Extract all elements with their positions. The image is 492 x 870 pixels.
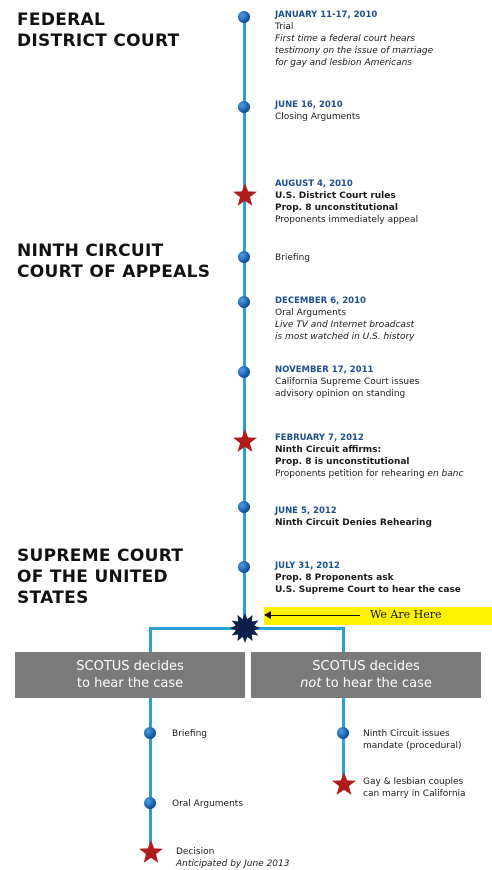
star-icon (233, 429, 257, 452)
event-line-text: Proponents petition for rehearing en ban… (275, 469, 464, 479)
timeline-dot (337, 727, 349, 739)
we-are-here-highlight (264, 607, 492, 625)
event-trial: JANUARY 11-17, 2010 Trial First time a f… (275, 9, 433, 69)
heading-federal-district-court: FEDERAL DISTRICT COURT (17, 10, 180, 52)
heading-line: COURT OF APPEALS (17, 262, 211, 282)
event-denies-rehearing: JUNE 5, 2012 Ninth Circuit Denies Rehear… (275, 505, 432, 529)
event-line: Proponents petition for rehearing en ban… (275, 468, 463, 480)
event-line: Prop. 8 Proponents ask (275, 573, 394, 583)
event-line: Live TV and Internet broadcast (275, 320, 415, 330)
event-line: First time a federal court hears (275, 34, 415, 44)
timeline-dot (144, 727, 156, 739)
heading-line: SUPREME COURT (17, 546, 184, 566)
timeline-main-line (243, 16, 246, 628)
branch-right-line (342, 627, 345, 787)
event-date: FEBRUARY 7, 2012 (275, 433, 364, 443)
event-date: AUGUST 4, 2010 (275, 179, 353, 189)
decision-label: Decision (176, 847, 215, 857)
heading-line: NINTH CIRCUIT (17, 241, 164, 261)
event-line: California Supreme Court issues (275, 377, 420, 387)
box-line: to hear the case (76, 676, 184, 691)
heading-line: DISTRICT COURT (17, 31, 180, 51)
event-line: Ninth Circuit Denies Rehearing (275, 518, 432, 528)
heading-line: STATES (17, 588, 89, 608)
event-line: for gay and lesbion Americans (275, 58, 412, 68)
arrow-left-icon (264, 611, 271, 619)
event-date: JULY 31, 2012 (275, 561, 340, 571)
event-line: testimony on the issue of marriage (275, 46, 434, 56)
branch-marry: Gay & lesbian couples can marry in Calif… (363, 776, 466, 800)
timeline-dot (238, 366, 250, 378)
box-line: SCOTUS decides (312, 659, 420, 674)
burst-icon (230, 613, 260, 643)
event-line: Briefing (275, 253, 310, 263)
branch-mandate: Ninth Circuit issues mandate (procedural… (363, 728, 462, 752)
event-line: Proponents immediately appeal (275, 215, 419, 225)
event-briefing: Briefing (275, 252, 310, 264)
branch-decision: Decision Anticipated by June 2013 (176, 846, 289, 870)
timeline-dot (238, 251, 250, 263)
event-line: advisory opinion on standing (275, 389, 406, 399)
timeline-dot (238, 501, 250, 513)
event-line: Prop. 8 unconstitutional (275, 203, 398, 213)
event-line: Ninth Circuit affirms: (275, 445, 382, 455)
heading-line: OF THE UNITED (17, 567, 168, 587)
event-line: U.S. District Court rules (275, 191, 396, 201)
event-petition-scotus: JULY 31, 2012 Prop. 8 Proponents ask U.S… (275, 560, 461, 596)
timeline-dot (238, 296, 250, 308)
timeline-dot (238, 11, 250, 23)
arrow-line (270, 615, 360, 616)
heading-ninth-circuit: NINTH CIRCUIT COURT OF APPEALS (17, 241, 210, 283)
event-oral-arguments: DECEMBER 6, 2010 Oral Arguments Live TV … (275, 295, 414, 343)
event-closing-arguments: JUNE 16, 2010 Closing Arguments (275, 99, 360, 123)
event-line: Prop. 8 is unconstitutional (275, 457, 410, 467)
box-emphasis: not (300, 676, 322, 691)
box-line: SCOTUS decides (76, 659, 184, 674)
event-date: DECEMBER 6, 2010 (275, 296, 366, 306)
event-ninth-circuit-affirms: FEBRUARY 7, 2012 Ninth Circuit affirms: … (275, 432, 463, 480)
branch-oral-arguments: Oral Arguments (172, 799, 244, 809)
star-icon (233, 183, 257, 206)
box-text: to hear the case (321, 676, 432, 691)
marry-line: can marry in California (363, 789, 466, 799)
event-date: JANUARY 11-17, 2010 (275, 10, 378, 20)
branch-left-line (149, 627, 152, 855)
event-advisory-opinion: NOVEMBER 17, 2011 California Supreme Cou… (275, 364, 419, 400)
scotus-hears-box: SCOTUS decides to hear the case (15, 652, 245, 698)
event-line: Oral Arguments (275, 308, 347, 318)
star-icon (139, 840, 163, 863)
event-line: Closing Arguments (275, 112, 361, 122)
branch-briefing: Briefing (172, 729, 207, 739)
we-are-here-label: We Are Here (370, 608, 442, 621)
timeline-dot (238, 101, 250, 113)
event-line: U.S. Supreme Court to hear the case (275, 585, 461, 595)
marry-line: Gay & lesbian couples (363, 777, 464, 787)
star-icon (332, 772, 356, 795)
event-date: NOVEMBER 17, 2011 (275, 365, 374, 375)
event-district-ruling: AUGUST 4, 2010 U.S. District Court rules… (275, 178, 418, 226)
decision-anticipated: Anticipated by June 2013 (176, 859, 290, 869)
timeline-dot (144, 797, 156, 809)
event-line: is most watched in U.S. history (275, 332, 415, 342)
mandate-line: Ninth Circuit issues (363, 729, 450, 739)
box-line: not to hear the case (251, 675, 481, 692)
heading-supreme-court: SUPREME COURT OF THE UNITED STATES (17, 546, 183, 609)
scotus-declines-box: SCOTUS decides not to hear the case (251, 652, 481, 698)
mandate-line: mandate (procedural) (363, 741, 462, 751)
event-line: Trial (275, 22, 294, 32)
event-date: JUNE 16, 2010 (275, 100, 343, 110)
event-date: JUNE 5, 2012 (275, 506, 337, 516)
timeline-dot (238, 561, 250, 573)
heading-line: FEDERAL (17, 10, 106, 30)
